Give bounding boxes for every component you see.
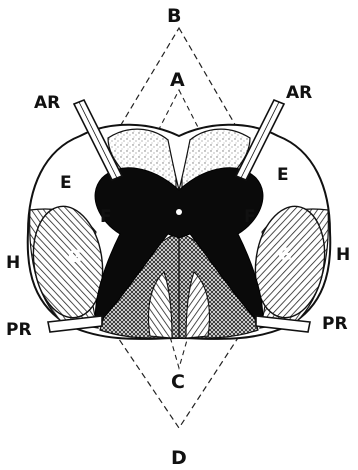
label-pr-right: PR: [322, 314, 348, 334]
label-h-left: H: [6, 253, 20, 273]
label-h-right: H: [336, 245, 350, 265]
label-d: D: [171, 447, 187, 469]
label-b: B: [167, 5, 181, 27]
label-ar-left: AR: [34, 93, 60, 113]
label-pr-left: PR: [6, 320, 32, 340]
label-c: C: [171, 371, 185, 393]
label-g-right: G: [278, 245, 292, 265]
label-f-right: F: [244, 207, 256, 227]
label-e-left: E: [60, 173, 72, 193]
label-e-right: E: [277, 165, 289, 185]
label-f-left: F: [100, 207, 112, 227]
central-canal: [176, 209, 182, 215]
label-ar-right: AR: [286, 83, 312, 103]
label-a: A: [170, 69, 185, 91]
label-g-left: G: [68, 247, 82, 267]
